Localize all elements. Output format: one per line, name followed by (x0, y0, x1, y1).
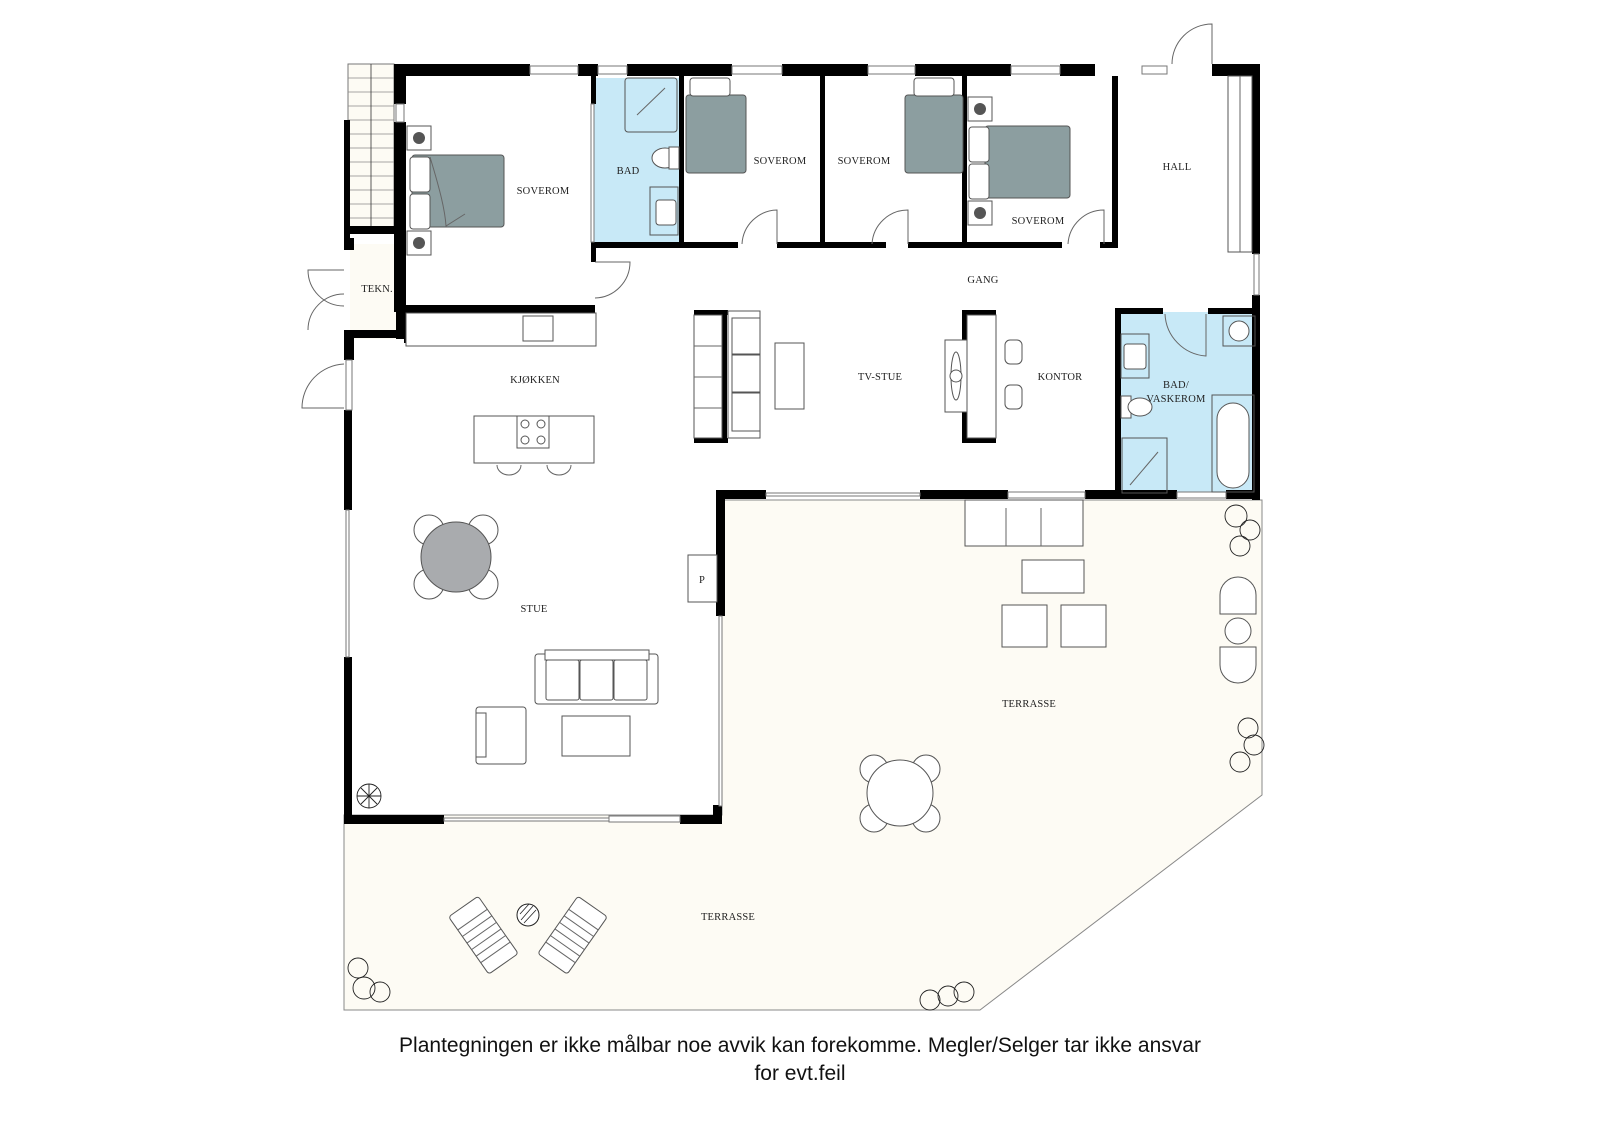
sun-lounger-right (538, 896, 607, 974)
label-living-room: STUE (520, 604, 547, 615)
armchair-living (475, 706, 527, 765)
shower-icon-laundry (1121, 437, 1168, 494)
label-office: KONTOR (1038, 372, 1083, 383)
label-terrace-south: TERRASSE (701, 912, 755, 923)
doors (301, 23, 1213, 409)
office-desk (944, 314, 997, 439)
label-bedroom-1: SOVEROM (517, 186, 570, 197)
washing-machine-icon (1222, 315, 1256, 347)
label-bath-laundry-1: BAD/ (1163, 380, 1189, 391)
bed-double-4 (967, 96, 1071, 226)
side-table-round (516, 903, 540, 927)
office-chairs (1004, 339, 1023, 410)
label-technical-room: TEKN. (361, 284, 393, 295)
label-bathroom: BAD (617, 166, 640, 177)
outdoor-sofa (964, 499, 1084, 547)
sofa-living (534, 649, 659, 705)
sink-icon-laundry (1120, 333, 1150, 379)
door-bedroom-4 (1067, 209, 1105, 245)
door-bedroom-1 (594, 261, 631, 299)
label-fireplace: P (699, 575, 705, 586)
kitchen-island (473, 415, 595, 476)
bed-single-2 (685, 77, 747, 174)
nightstand-lamp-icon (406, 125, 432, 256)
wardrobe-icon (1227, 75, 1253, 253)
label-hall: HALL (1163, 162, 1192, 173)
sun-lounger-left (449, 896, 518, 974)
outdoor-dining-set (859, 754, 941, 833)
tv-room-table (774, 342, 805, 410)
windows (345, 65, 1260, 823)
door-tekn-swing (307, 293, 345, 331)
sofa-tv-room (693, 310, 761, 439)
door-kitchen (301, 363, 345, 409)
bed-double-1 (409, 154, 505, 230)
shower-icon (624, 77, 678, 133)
outdoor-armchairs (1001, 604, 1107, 648)
label-terrace-east: TERRASSE (1002, 699, 1056, 710)
sink-icon (649, 186, 679, 236)
technical-room-fill (350, 244, 402, 339)
label-tv-room: TV-STUE (858, 372, 902, 383)
label-kitchen: KJØKKEN (510, 375, 560, 386)
outdoor-coffee-table (1021, 559, 1085, 594)
bed-single-3 (904, 77, 964, 174)
label-bath-laundry-2: VASKEROM (1146, 394, 1206, 405)
door-entrance (1171, 23, 1213, 65)
disclaimer-line-1: Plantegningen er ikke målbar noe avvik k… (399, 1034, 1201, 1057)
outdoor-bistro-set (1219, 576, 1257, 684)
label-bedroom-4: SOVEROM (1012, 216, 1065, 227)
staircase-icon (348, 64, 394, 226)
label-bedroom-3: SOVEROM (838, 156, 891, 167)
shrub-icon (347, 504, 1265, 1011)
bathtub-icon (1211, 394, 1255, 493)
fireplace-box (687, 554, 718, 603)
door-tekn-1 (307, 269, 345, 307)
disclaimer-line-2: for evt.feil (754, 1062, 846, 1085)
kitchen-counter (405, 312, 597, 347)
door-bedroom-2 (741, 209, 778, 245)
label-bedroom-2: SOVEROM (754, 156, 807, 167)
label-hallway: GANG (967, 275, 998, 286)
toilet-icon-laundry (1120, 395, 1153, 419)
door-bath-laundry (1164, 313, 1207, 357)
door-bedroom-3 (871, 209, 909, 245)
dining-table-round (413, 514, 499, 600)
walls (344, 64, 1260, 824)
coffee-table-living (561, 715, 631, 757)
toilet-icon (651, 146, 680, 170)
